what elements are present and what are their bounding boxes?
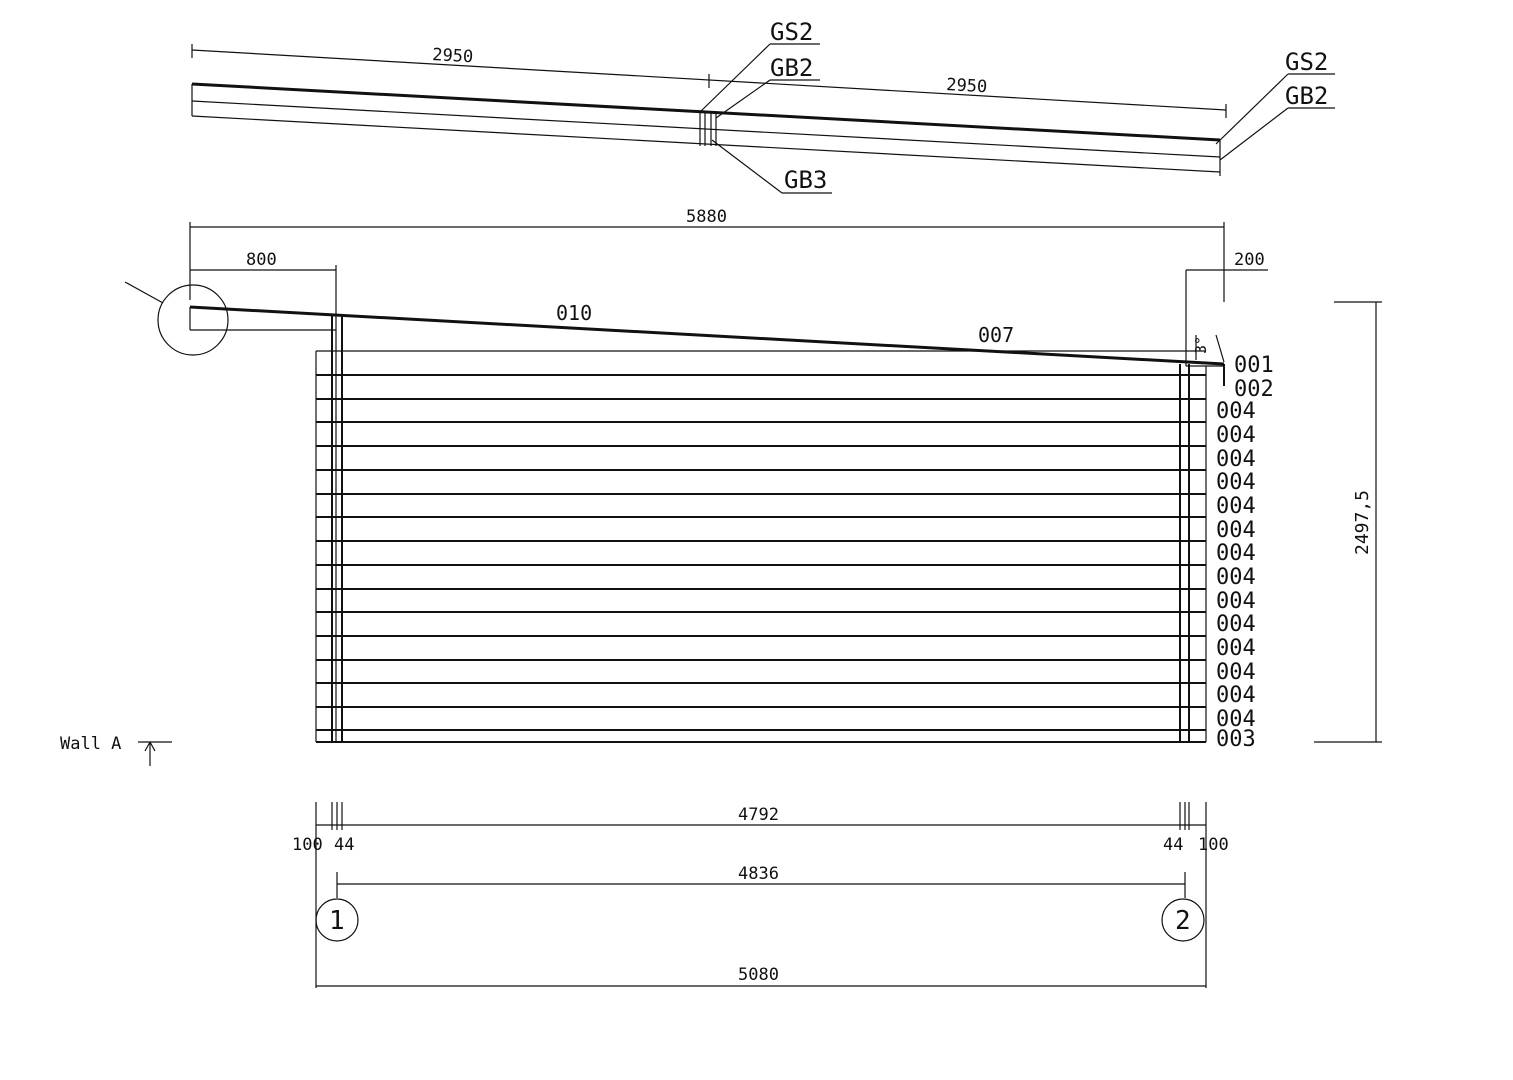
label-gs2-mid: GS2 <box>770 18 813 46</box>
dim-base: 5080 <box>738 965 779 985</box>
dim-overhang-left: 800 <box>246 250 277 270</box>
beam-span-right: 2950 <box>946 75 988 97</box>
log-code: 004 <box>1216 518 1256 543</box>
axis-label-2: 2 <box>1175 906 1191 936</box>
slope-label: 3° <box>1192 336 1210 354</box>
roof-label-007: 007 <box>978 323 1014 347</box>
log-code: 001 <box>1234 353 1274 378</box>
dim-right-end: 100 <box>1198 835 1229 855</box>
log-code: 004 <box>1216 494 1256 519</box>
view-arrow-icon <box>138 741 172 766</box>
log-code: 004 <box>1216 683 1256 708</box>
dim-inner: 4792 <box>738 805 779 825</box>
log-code: 004 <box>1216 447 1256 472</box>
dim-overall: 5880 <box>686 207 727 227</box>
axis-marker-2 <box>1161 898 1205 942</box>
beam-span-left: 2950 <box>432 45 474 67</box>
label-gs2-end: GS2 <box>1285 48 1328 76</box>
log-code: 004 <box>1216 636 1256 661</box>
log-code: 002 <box>1234 377 1274 402</box>
label-gb2-end: GB2 <box>1285 82 1328 110</box>
dim-right-post: 44 <box>1163 835 1183 855</box>
dim-left-post: 44 <box>334 835 354 855</box>
dim-left-end: 100 <box>292 835 323 855</box>
roof-label-010: 010 <box>556 301 592 325</box>
log-code: 004 <box>1216 423 1256 448</box>
log-code: 004 <box>1216 470 1256 495</box>
axis-label-1: 1 <box>329 906 345 936</box>
wall-title: Wall A <box>60 734 121 754</box>
label-gb2-mid: GB2 <box>770 54 813 82</box>
log-code: 004 <box>1216 541 1256 566</box>
detail-callout-circle <box>157 284 229 356</box>
log-code: 003 <box>1216 727 1256 752</box>
dim-overhang-right: 200 <box>1234 250 1265 270</box>
log-code: 004 <box>1216 612 1256 637</box>
roof-beam-detail: 2950 2950 GS2 GB2 GB3 GS2 GB2 <box>191 18 1335 194</box>
log-code-column: 001 002 004 004 004 004 004 004 004 004 … <box>1216 353 1274 752</box>
log-code: 004 <box>1216 707 1256 732</box>
log-code: 004 <box>1216 399 1256 424</box>
axis-marker-1 <box>315 898 359 942</box>
log-code: 004 <box>1216 565 1256 590</box>
log-code: 004 <box>1216 589 1256 614</box>
bottom-dimensions: 4792 100 44 44 100 4836 1 2 5080 <box>292 802 1229 988</box>
label-gb3: GB3 <box>784 166 827 194</box>
dim-axis-span: 4836 <box>738 864 779 884</box>
dim-height: 2497,5 <box>1352 490 1373 555</box>
log-code: 004 <box>1216 660 1256 685</box>
wall-elevation: 5880 800 200 010 007 3° <box>60 207 1382 766</box>
